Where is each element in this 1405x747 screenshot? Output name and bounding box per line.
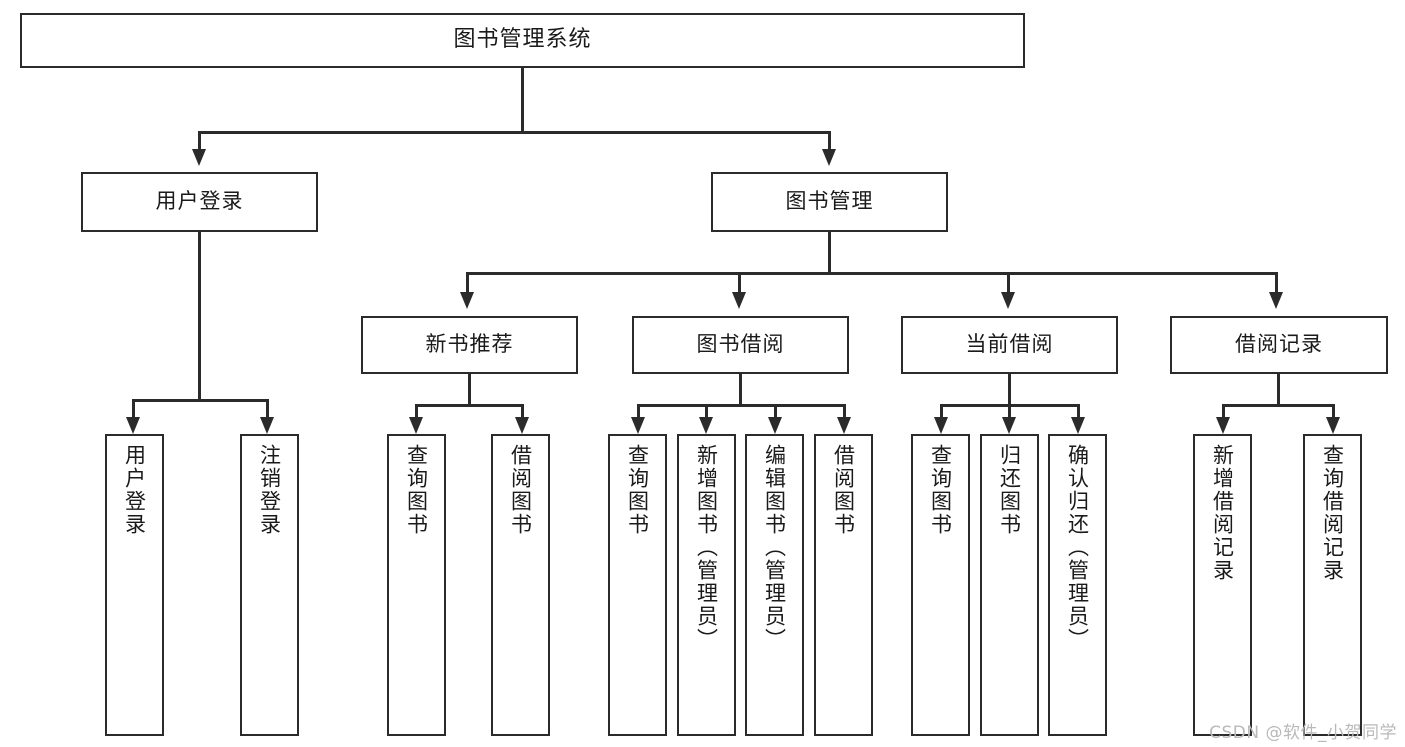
arrow-to-borrow-record: [1269, 292, 1283, 309]
connector-bm-drop-4: [1275, 272, 1278, 292]
arrow-to-leaf-bb-3: [768, 417, 782, 434]
arrow-to-leaf-logout: [260, 417, 274, 434]
node-label: 图书管理: [785, 189, 874, 214]
node-book-management[interactable]: 图书管理: [711, 172, 948, 232]
node-label: 查询图书: [404, 444, 429, 536]
connector-bb-drop-3: [774, 404, 777, 418]
node-label: 用户登录: [122, 444, 147, 536]
arrow-to-leaf-br-1: [1216, 417, 1230, 434]
connector-bb-drop-1: [637, 404, 640, 418]
node-label: 新增图书（管理员）: [694, 444, 719, 651]
connector-cb-drop-3: [1077, 404, 1080, 418]
arrow-to-leaf-cb-1: [934, 417, 948, 434]
arrow-to-current-borrow: [1001, 292, 1015, 309]
node-label: 当前借阅: [965, 332, 1054, 357]
connector-br-drop-1: [1222, 404, 1225, 418]
leaf-logout[interactable]: 注销登录: [240, 434, 299, 736]
connector-bb-bus: [637, 404, 846, 407]
node-borrow-record[interactable]: 借阅记录: [1170, 316, 1388, 374]
connector-nbr-drop-2: [521, 404, 524, 418]
connector-bm-drop-2: [738, 272, 741, 292]
arrow-to-leaf-cb-2: [1002, 417, 1016, 434]
leaf-cb-confirm-return-admin[interactable]: 确认归还（管理员）: [1048, 434, 1107, 736]
node-label: 图书借阅: [696, 332, 785, 357]
leaf-bb-query-book[interactable]: 查询图书: [608, 434, 667, 736]
node-label: 归还图书: [997, 444, 1022, 536]
node-label: 查询图书: [928, 444, 953, 536]
arrow-to-leaf-nbr-1: [409, 417, 423, 434]
connector-cb-stem: [1008, 374, 1011, 406]
node-label: 查询借阅记录: [1320, 444, 1345, 582]
connector-root-bus-left-drop: [198, 131, 201, 149]
leaf-cb-return-book[interactable]: 归还图书: [980, 434, 1039, 736]
node-book-borrow[interactable]: 图书借阅: [632, 316, 849, 374]
connector-br-stem: [1277, 374, 1280, 406]
node-label: 确认归还（管理员）: [1065, 444, 1090, 651]
connector-bb-drop-4: [843, 404, 846, 418]
leaf-nbr-borrow-book[interactable]: 借阅图书: [491, 434, 550, 736]
connector-root-bus-right-drop: [828, 131, 831, 149]
connector-nbr-bus: [415, 404, 524, 407]
connector-bm-drop-3: [1007, 272, 1010, 292]
connector-br-drop-2: [1332, 404, 1335, 418]
connector-nbr-stem: [468, 374, 471, 406]
connector-book-management-bus: [466, 272, 1278, 275]
leaf-cb-query-book[interactable]: 查询图书: [911, 434, 970, 736]
connector-cb-drop-1: [940, 404, 943, 418]
connector-cb-drop-2: [1008, 404, 1011, 418]
connector-bb-drop-2: [705, 404, 708, 418]
connector-bm-drop-1: [466, 272, 469, 292]
arrow-to-new-book-recommend: [460, 292, 474, 309]
connector-book-management-stem: [828, 232, 831, 274]
node-label: 图书管理系统: [453, 27, 592, 53]
connector-nbr-drop-1: [415, 404, 418, 418]
node-current-borrow[interactable]: 当前借阅: [901, 316, 1118, 374]
arrow-to-leaf-nbr-2: [515, 417, 529, 434]
leaf-br-query-record[interactable]: 查询借阅记录: [1303, 434, 1362, 736]
leaf-bb-edit-book-admin[interactable]: 编辑图书（管理员）: [745, 434, 804, 736]
leaf-br-add-record[interactable]: 新增借阅记录: [1193, 434, 1252, 736]
arrow-to-leaf-cb-3: [1071, 417, 1085, 434]
node-label: 借阅记录: [1235, 332, 1323, 357]
connector-root-bus: [198, 131, 831, 134]
arrow-to-book-management: [822, 149, 836, 166]
arrow-to-leaf-br-2: [1326, 417, 1340, 434]
node-label: 新书推荐: [425, 332, 514, 357]
connector-user-login-stem: [198, 232, 201, 402]
connector-root-stem: [521, 68, 524, 133]
node-user-login[interactable]: 用户登录: [81, 172, 318, 232]
arrow-to-user-login: [192, 149, 206, 166]
arrow-to-book-borrow: [732, 292, 746, 309]
leaf-bb-borrow-book[interactable]: 借阅图书: [814, 434, 873, 736]
connector-br-bus: [1222, 404, 1335, 407]
node-label: 借阅图书: [831, 444, 856, 536]
connector-user-login-bus: [132, 399, 269, 402]
node-label: 编辑图书（管理员）: [762, 444, 787, 651]
node-label: 用户登录: [155, 189, 244, 214]
node-new-book-recommend[interactable]: 新书推荐: [361, 316, 578, 374]
connector-user-login-drop-1: [132, 399, 135, 417]
arrow-to-leaf-bb-2: [699, 417, 713, 434]
connector-bb-stem: [739, 374, 742, 406]
csdn-watermark: CSDN @软件_小贺同学: [1209, 723, 1397, 743]
connector-user-login-drop-2: [266, 399, 269, 417]
leaf-bb-add-book-admin[interactable]: 新增图书（管理员）: [677, 434, 736, 736]
node-label: 新增借阅记录: [1210, 444, 1235, 582]
node-label: 借阅图书: [508, 444, 533, 536]
arrow-to-leaf-user-login: [126, 417, 140, 434]
node-root-book-management-system[interactable]: 图书管理系统: [20, 13, 1025, 68]
arrow-to-leaf-bb-1: [631, 417, 645, 434]
arrow-to-leaf-bb-4: [837, 417, 851, 434]
node-label: 查询图书: [625, 444, 650, 536]
leaf-nbr-query-book[interactable]: 查询图书: [387, 434, 446, 736]
leaf-user-login[interactable]: 用户登录: [105, 434, 164, 736]
node-label: 注销登录: [257, 444, 282, 536]
